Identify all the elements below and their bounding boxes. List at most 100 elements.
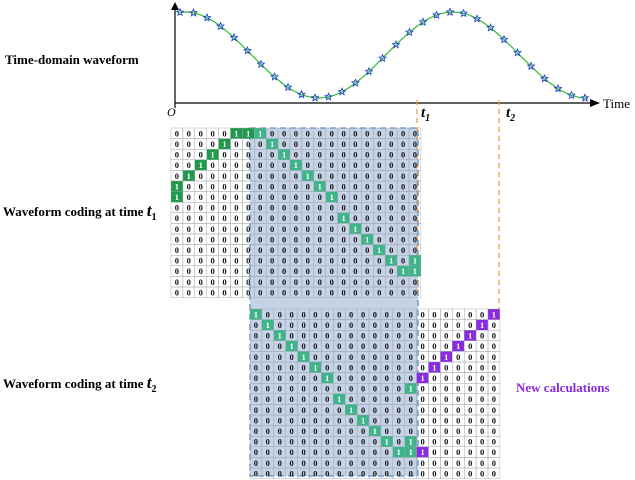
grid-zero: 0: [377, 160, 381, 170]
grid-one: 1: [420, 447, 424, 457]
waveform-star-marker: [539, 73, 550, 83]
grid-zero: 0: [246, 287, 250, 297]
grid-zero: 0: [222, 266, 226, 276]
grid-zero: 0: [349, 384, 353, 394]
waveform-star-marker: [377, 53, 388, 63]
grid-zero: 0: [377, 128, 381, 138]
grid-zero: 0: [330, 234, 334, 244]
grid-zero: 0: [175, 266, 179, 276]
grid-zero: 0: [325, 468, 329, 478]
grid-zero: 0: [337, 373, 341, 383]
grid-zero: 0: [353, 277, 357, 287]
grid-zero: 0: [301, 384, 305, 394]
grid-zero: 0: [377, 203, 381, 213]
grid-zero: 0: [401, 160, 405, 170]
grid-zero: 0: [385, 309, 389, 319]
grid-zero: 0: [349, 447, 353, 457]
grid-zero: 0: [294, 245, 298, 255]
grid-zero: 0: [337, 405, 341, 415]
grid-zero: 0: [341, 245, 345, 255]
grid-zero: 0: [456, 309, 460, 319]
grid-zero: 0: [294, 139, 298, 149]
grid-zero: 0: [210, 256, 214, 266]
grid-zero: 0: [325, 362, 329, 372]
grid-zero: 0: [397, 373, 401, 383]
grid-zero: 0: [341, 234, 345, 244]
grid-zero: 0: [377, 139, 381, 149]
grid-zero: 0: [353, 203, 357, 213]
grid-zero: 0: [210, 277, 214, 287]
grid-zero: 0: [341, 203, 345, 213]
grid-zero: 0: [175, 150, 179, 160]
grid-one: 1: [409, 437, 413, 447]
grid-zero: 0: [270, 287, 274, 297]
grid-zero: 0: [413, 181, 417, 191]
grid-zero: 0: [389, 266, 393, 276]
grid-zero: 0: [349, 437, 353, 447]
grid-zero: 0: [468, 468, 472, 478]
grid-zero: 0: [289, 309, 293, 319]
grid-zero: 0: [480, 405, 484, 415]
grid-zero: 0: [444, 320, 448, 330]
grid-zero: 0: [401, 150, 405, 160]
grid-zero: 0: [278, 373, 282, 383]
grid-zero: 0: [175, 128, 179, 138]
grid-zero: 0: [282, 171, 286, 181]
grid-zero: 0: [330, 287, 334, 297]
waveform-markers: [175, 7, 590, 102]
grid-zero: 0: [432, 394, 436, 404]
grid-zero: 0: [258, 266, 262, 276]
grid-zero: 0: [444, 373, 448, 383]
grid-zero: 0: [289, 352, 293, 362]
grid-zero: 0: [341, 139, 345, 149]
grid-zero: 0: [444, 405, 448, 415]
grid-zero: 0: [480, 373, 484, 383]
grid-zero: 0: [210, 287, 214, 297]
grid-zero: 0: [492, 447, 496, 457]
grid-zero: 0: [409, 320, 413, 330]
grid-zero: 0: [313, 468, 317, 478]
grid-zero: 0: [389, 203, 393, 213]
grid-zero: 0: [199, 181, 203, 191]
grid-zero: 0: [361, 468, 365, 478]
grid-zero: 0: [377, 234, 381, 244]
grid-zero: 0: [282, 192, 286, 202]
grid-one: 1: [468, 331, 472, 341]
grid-zero: 0: [373, 394, 377, 404]
grid-zero: 0: [254, 362, 258, 372]
grid-zero: 0: [289, 468, 293, 478]
grid-zero: 0: [397, 362, 401, 372]
grid-zero: 0: [365, 128, 369, 138]
grid-zero: 0: [456, 362, 460, 372]
grid-zero: 0: [401, 277, 405, 287]
grid-zero: 0: [254, 373, 258, 383]
grid-zero: 0: [294, 234, 298, 244]
grid-zero: 0: [349, 394, 353, 404]
grid-zero: 0: [420, 352, 424, 362]
grid-zero: 0: [282, 234, 286, 244]
grid-zero: 0: [456, 468, 460, 478]
grid-zero: 0: [377, 224, 381, 234]
grid-zero: 0: [432, 468, 436, 478]
grid-zero: 0: [397, 458, 401, 468]
grid-zero: 0: [409, 352, 413, 362]
coding-t1-label: Waveform coding at time t1: [3, 201, 156, 223]
grid-zero: 0: [306, 128, 310, 138]
grid-zero: 0: [409, 309, 413, 319]
grid-zero: 0: [413, 203, 417, 213]
grid-zero: 0: [432, 384, 436, 394]
grid-zero: 0: [199, 150, 203, 160]
grid-zero: 0: [353, 213, 357, 223]
grid-zero: 0: [306, 245, 310, 255]
grid-zero: 0: [389, 287, 393, 297]
grid-zero: 0: [278, 415, 282, 425]
grid-zero: 0: [254, 394, 258, 404]
waveform-star-marker: [175, 7, 185, 17]
grid-zero: 0: [187, 203, 191, 213]
grid-one: 1: [389, 256, 393, 266]
grid-zero: 0: [420, 468, 424, 478]
waveform-star-marker: [566, 90, 577, 100]
t2-marker-symbol: t: [506, 105, 511, 121]
grid-zero: 0: [377, 287, 381, 297]
grid-zero: 0: [397, 384, 401, 394]
